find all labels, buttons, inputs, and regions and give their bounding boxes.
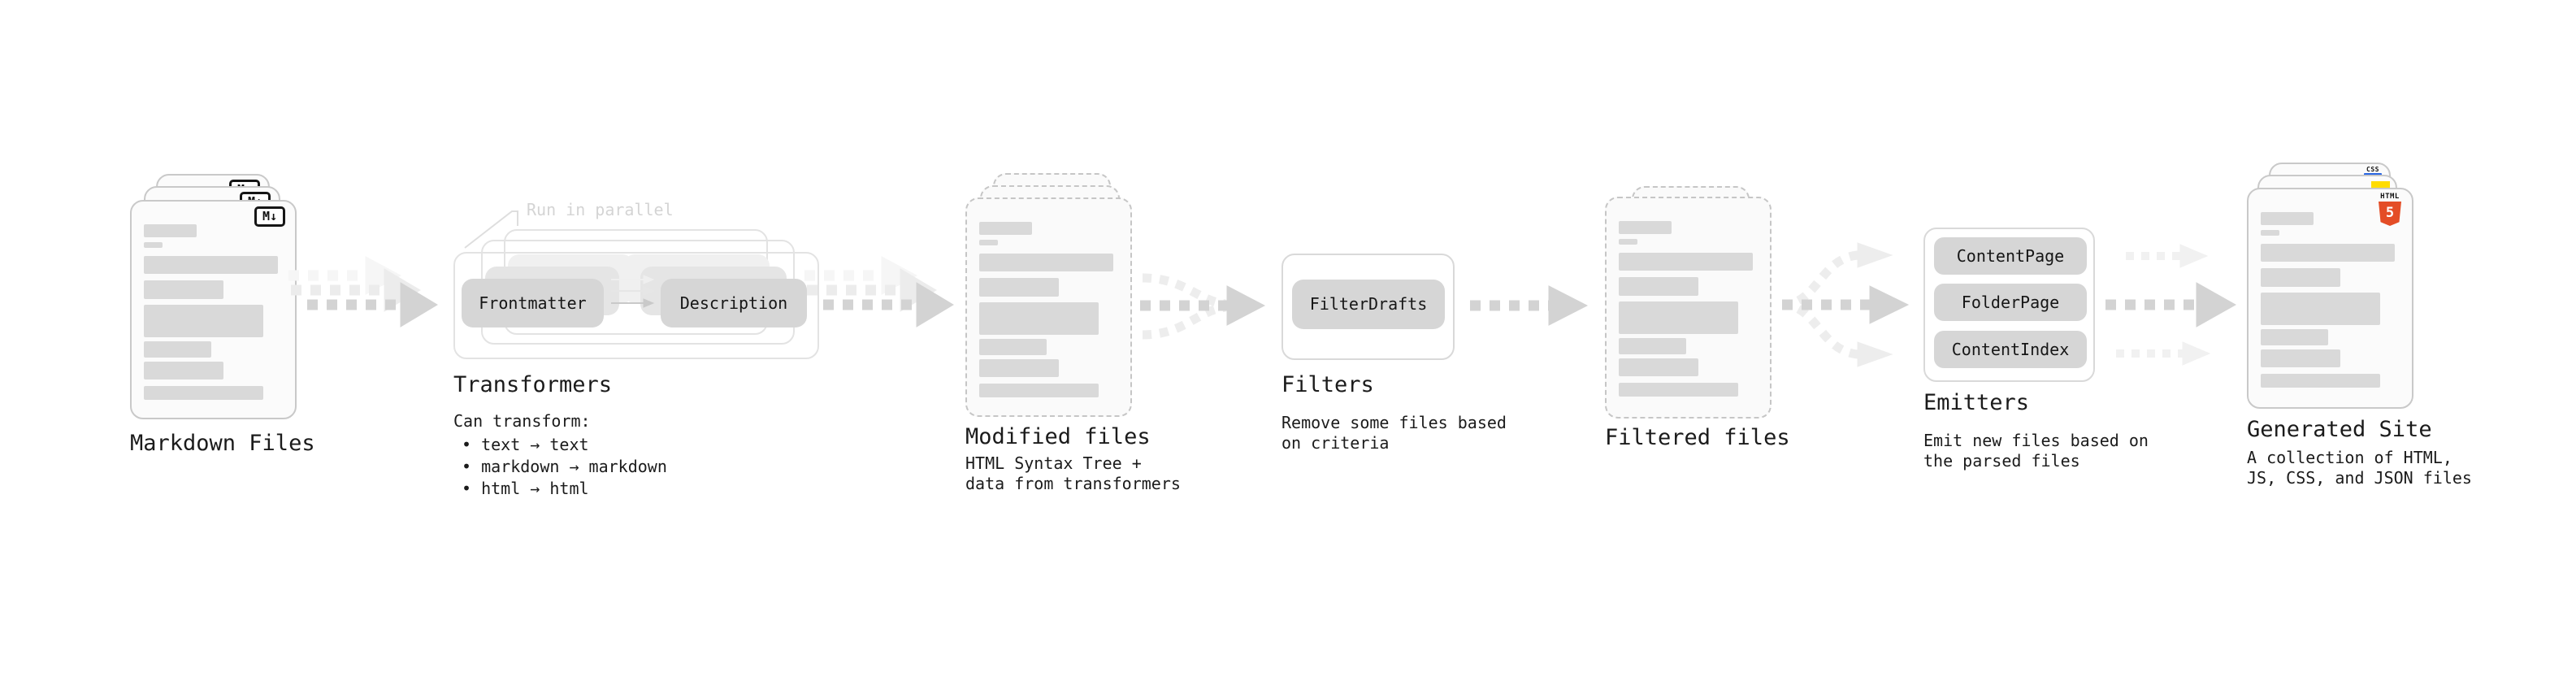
document-text-bar [144,386,263,400]
run-in-parallel-annotation: Run in parallel [527,200,674,219]
document-text-bar [1619,221,1672,234]
generated-site-subtitle: A collection of HTML,JS, CSS, and JSON f… [2247,448,2472,488]
frontmatter-node: Frontmatter [462,279,604,327]
document-text-bar [1619,253,1753,271]
document-text-bar [2261,329,2328,345]
document-text-bar [2261,230,2279,236]
document-text-bar [979,384,1099,397]
document-card: M↓ [130,200,297,419]
document-content [979,199,1130,415]
contentindex-node: ContentIndex [1934,331,2087,368]
stage-title-modified-files: Modified files [965,424,1151,449]
document-text-bar [1619,239,1637,245]
document-text-bar [2261,293,2380,325]
arrow-emitters-to-site [2105,244,2237,366]
filterdrafts-node: FilterDrafts [1292,280,1445,329]
stage-title-filters: Filters [1281,372,1374,397]
document-content [2261,189,2412,407]
arrow-filters-to-filtered [1470,285,1589,326]
document-card [1605,197,1772,419]
document-text-bar [144,362,223,380]
document-text-bar [979,278,1059,297]
arrow-markdown-to-transformers [288,256,438,327]
document-text-bar [1619,301,1738,334]
document-card [965,197,1132,417]
stage-title-markdown-files: Markdown Files [130,431,315,456]
document-text-bar [979,359,1059,377]
transformers-subtitle: Can transform: [453,411,591,431]
document-text-bar [2261,212,2314,225]
document-text-bar [144,242,163,248]
document-text-bar [979,254,1113,271]
document-text-bar [1619,338,1686,354]
transform-flow-arrows [611,275,655,308]
annotation-leader-line [464,210,518,249]
document-text-bar [2261,244,2395,262]
document-text-bar [1619,383,1738,397]
document-text-bar [979,339,1047,355]
document-content [1619,198,1770,417]
transformers-bullets: • text → text• markdown → markdown• html… [462,435,667,498]
document-text-bar [2261,268,2340,287]
document-content [144,202,295,418]
document-text-bar [2261,374,2380,388]
document-text-bar [144,341,211,358]
document-text-bar [1619,277,1698,296]
document-text-bar [979,302,1099,335]
arrow-transformers-to-modified [804,256,954,327]
modified-files-subtitle: HTML Syntax Tree +data from transformers [965,453,1181,493]
document-text-bar [2261,349,2340,367]
contentpage-node: ContentPage [1934,237,2087,275]
document-text-bar [144,256,278,274]
document-text-bar [144,280,223,299]
stage-title-filtered-files: Filtered files [1605,425,1790,450]
description-node: Description [661,279,807,327]
stage-title-emitters: Emitters [1923,390,2030,415]
document-card: HTML 5 [2247,188,2413,409]
stage-title-transformers: Transformers [453,372,613,397]
folderpage-node: FolderPage [1934,284,2087,321]
arrow-filtered-to-emitters [1781,242,1910,367]
document-text-bar [144,305,263,337]
arrow-modified-to-filters [1140,273,1266,340]
markdown-icon: M↓ [254,206,285,227]
transformers-frame-front [453,252,819,359]
stage-title-generated-site: Generated Site [2247,417,2432,442]
document-text-bar [979,240,998,245]
html5-icon: HTML 5 [2379,193,2401,226]
document-text-bar [1619,358,1698,376]
document-text-bar [979,222,1032,235]
document-text-bar [144,224,197,237]
